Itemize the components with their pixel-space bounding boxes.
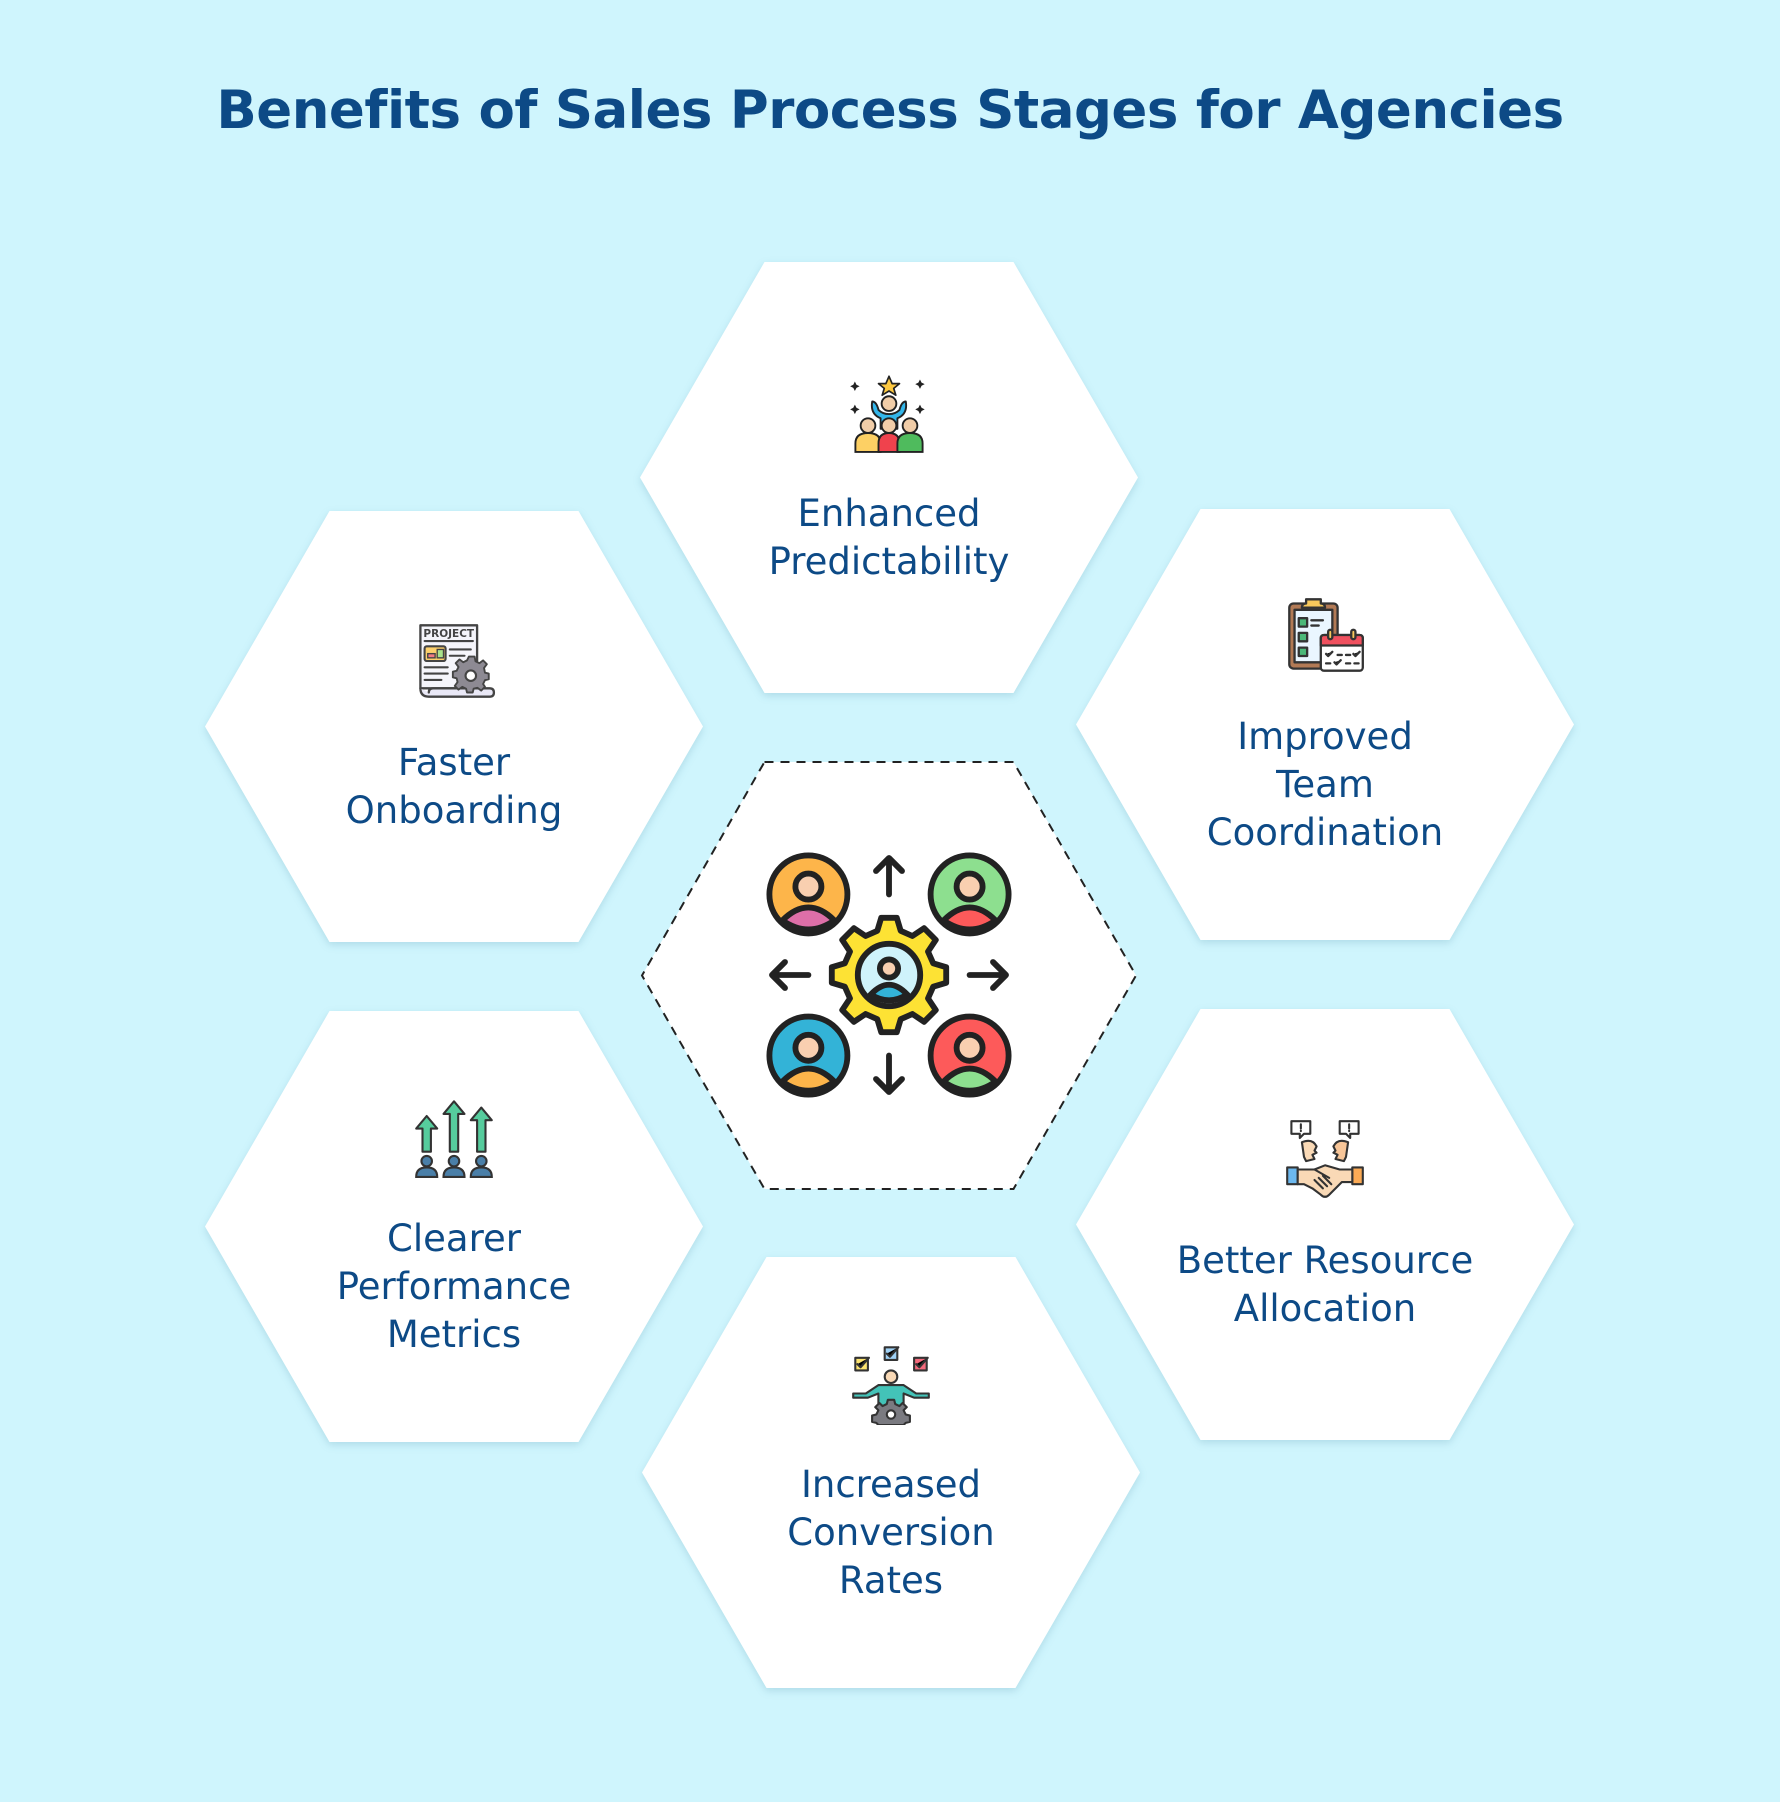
person-checklist-gear-icon: [852, 1345, 930, 1425]
benefit-label: Clearer Performance Metrics: [336, 1216, 572, 1356]
benefit-better-resource-allocation: Better Resource Allocation: [1076, 1009, 1574, 1440]
hexagon-background: [205, 1011, 703, 1442]
handshake-icon: [1286, 1119, 1364, 1198]
people-growth-arrows-icon: [415, 1099, 493, 1178]
hexagon-background: [1076, 1009, 1574, 1440]
benefit-label: Enhanced Predictability: [768, 491, 1010, 583]
benefit-clearer-performance-metrics: Clearer Performance Metrics: [205, 1011, 703, 1442]
team-network-gear-icon: [766, 852, 1012, 1098]
benefit-label: Faster Onboarding: [345, 740, 563, 832]
benefit-label: Increased Conversion Rates: [787, 1462, 995, 1602]
team-celebration-icon: [850, 374, 925, 453]
project-document-gear-icon: PROJECT: [419, 623, 496, 698]
page-title: Benefits of Sales Process Stages for Age…: [216, 80, 1564, 141]
benefit-label: Better Resource Allocation: [1176, 1238, 1474, 1330]
svg-text:PROJECT: PROJECT: [423, 627, 474, 639]
benefit-faster-onboarding: PROJECT Faster Onboarding: [205, 511, 703, 942]
benefit-increased-conversion-rates: Increased Conversion Rates: [642, 1257, 1140, 1688]
benefit-enhanced-predictability: Enhanced Predictability: [640, 262, 1138, 693]
benefit-improved-team-coordination: Improved Team Coordination: [1076, 509, 1574, 940]
center-hexagon: [640, 760, 1138, 1191]
hexagon-background: [642, 1257, 1140, 1688]
clipboard-calendar-icon: [1288, 597, 1364, 672]
benefit-label: Improved Team Coordination: [1206, 714, 1444, 854]
